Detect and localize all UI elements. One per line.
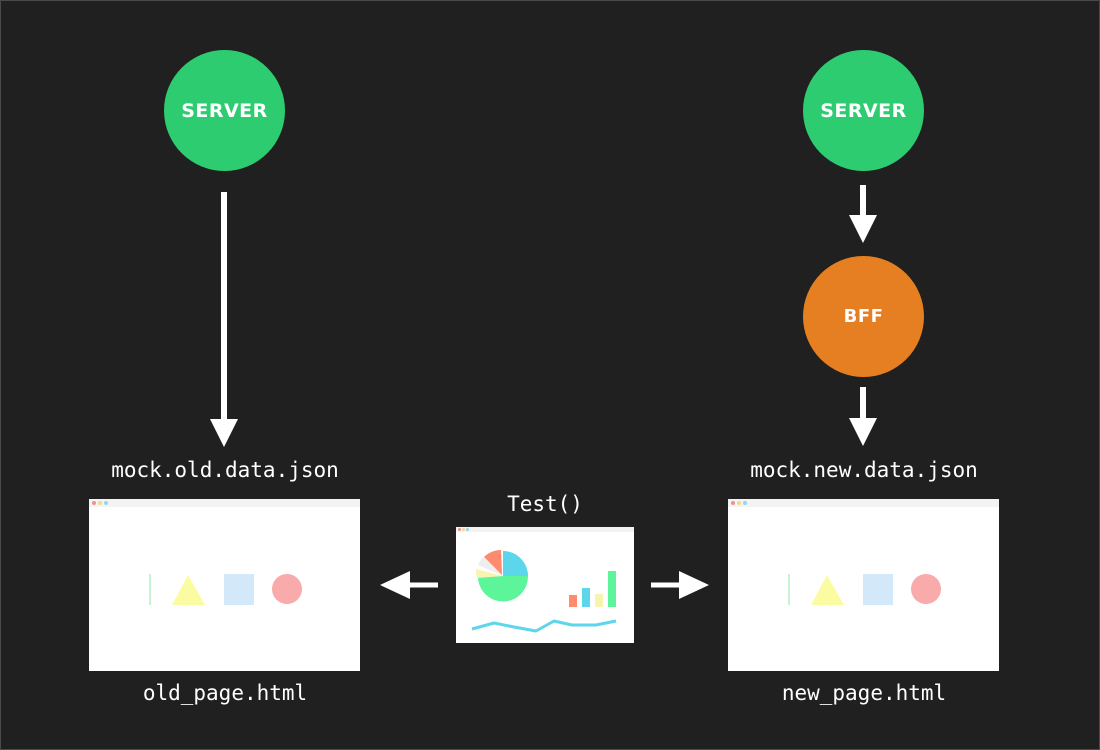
window-titlebar [456, 527, 634, 532]
arrow-test-to-new-page [651, 571, 709, 599]
page-shapes [149, 574, 302, 605]
arrow-test-to-old-page [380, 571, 438, 599]
window-dot-blue [466, 528, 469, 531]
line-shape [788, 574, 790, 605]
window-dot-yellow [462, 528, 465, 531]
square-shape [863, 574, 893, 605]
bff-label: BFF [843, 306, 884, 327]
left-server-node: SERVER [164, 50, 285, 171]
old-page-label: old_page.html [142, 681, 308, 705]
test-graphics [471, 550, 617, 633]
arrow-bff-to-new-mock [849, 387, 877, 446]
window-dot-red [458, 528, 461, 531]
right-server-node: SERVER [803, 50, 924, 171]
new-page-label: new_page.html [781, 681, 947, 705]
line-chart-graphic [471, 619, 617, 633]
triangle-shape [811, 575, 844, 605]
old-mock-label: mock.old.data.json [111, 458, 339, 482]
arrow-server-to-bff [849, 185, 877, 243]
window-dot-red [92, 501, 96, 505]
bar-chart-graphic [569, 571, 616, 607]
new-page-preview [728, 499, 999, 671]
square-shape [224, 574, 254, 605]
bff-node: BFF [803, 256, 924, 377]
left-server-label: SERVER [181, 99, 268, 122]
triangle-shape [172, 575, 205, 605]
pie-chart-graphic [475, 550, 529, 602]
circle-shape [911, 574, 941, 604]
right-server-label: SERVER [820, 99, 907, 122]
window-dot-yellow [98, 501, 102, 505]
window-dot-red [731, 501, 735, 505]
window-titlebar [728, 499, 999, 507]
window-dot-blue [743, 501, 747, 505]
circle-shape [272, 574, 302, 604]
window-dot-yellow [737, 501, 741, 505]
line-shape [149, 574, 151, 605]
test-preview [456, 527, 634, 643]
new-mock-label: mock.new.data.json [750, 458, 978, 482]
window-titlebar [89, 499, 360, 507]
arrow-server-to-old-mock [210, 192, 238, 447]
old-page-preview [89, 499, 360, 671]
window-dot-blue [104, 501, 108, 505]
test-label: Test() [507, 492, 583, 516]
page-shapes [788, 574, 941, 605]
